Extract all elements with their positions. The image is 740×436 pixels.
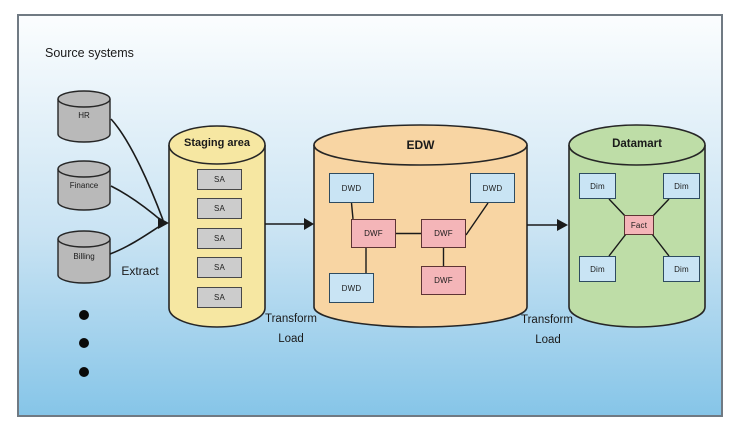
billing-cylinder-label: Billing — [73, 252, 95, 261]
sa-box-1: SA — [197, 169, 242, 190]
finance-cylinder-label: Finance — [69, 181, 99, 190]
extract-label: Extract — [121, 264, 159, 278]
source-cylinder-finance-shape — [57, 160, 111, 211]
hr-to-staging-curve — [110, 118, 164, 221]
diagram-shapes-layer — [57, 90, 706, 377]
edw-to-datamart-arrow — [527, 219, 568, 231]
dwd-box-3: DWD — [329, 273, 374, 303]
transform-label-2: Transform — [521, 314, 573, 326]
billing-to-staging-curve — [109, 223, 164, 255]
edw-title: EDW — [406, 138, 435, 152]
load-label-1: Load — [278, 333, 304, 345]
sa-box-5: SA — [197, 287, 242, 308]
dwf-box-1: DWF — [351, 219, 396, 248]
edw-connector-lines — [350, 202, 489, 273]
staging-area-title: Staging area — [183, 137, 251, 149]
source-cylinder-billing-shape — [57, 230, 111, 284]
transform-label-1: Transform — [265, 313, 317, 325]
finance-to-staging-curve — [110, 185, 164, 223]
sa-box-3: SA — [197, 228, 242, 249]
dim-box-3: Dim — [579, 256, 616, 282]
source-systems-label: Source systems — [45, 46, 134, 60]
fact-box: Fact — [624, 215, 654, 235]
dim-box-4: Dim — [663, 256, 700, 282]
extract-flow-arrows — [109, 118, 169, 255]
more-sources-dots — [79, 310, 89, 377]
load-label-2: Load — [535, 334, 561, 346]
staging-to-edw-arrow — [265, 218, 314, 230]
datamart-star-lines — [608, 198, 670, 257]
dwd-box-1: DWD — [329, 173, 374, 203]
source-cylinder-hr-shape — [57, 90, 111, 143]
hr-cylinder-label: HR — [78, 111, 90, 120]
dim-box-1: Dim — [579, 173, 616, 199]
datamart-title: Datamart — [612, 138, 662, 150]
dim-box-2: Dim — [663, 173, 700, 199]
dwf-box-3: DWF — [421, 266, 466, 295]
sa-box-2: SA — [197, 198, 242, 219]
extract-arrowhead — [158, 217, 169, 229]
diagram-canvas: Source systems HR Finance Billing Extrac… — [17, 14, 723, 417]
dwf-box-2: DWF — [421, 219, 466, 248]
sa-box-4: SA — [197, 257, 242, 278]
dwd-box-2: DWD — [470, 173, 515, 203]
